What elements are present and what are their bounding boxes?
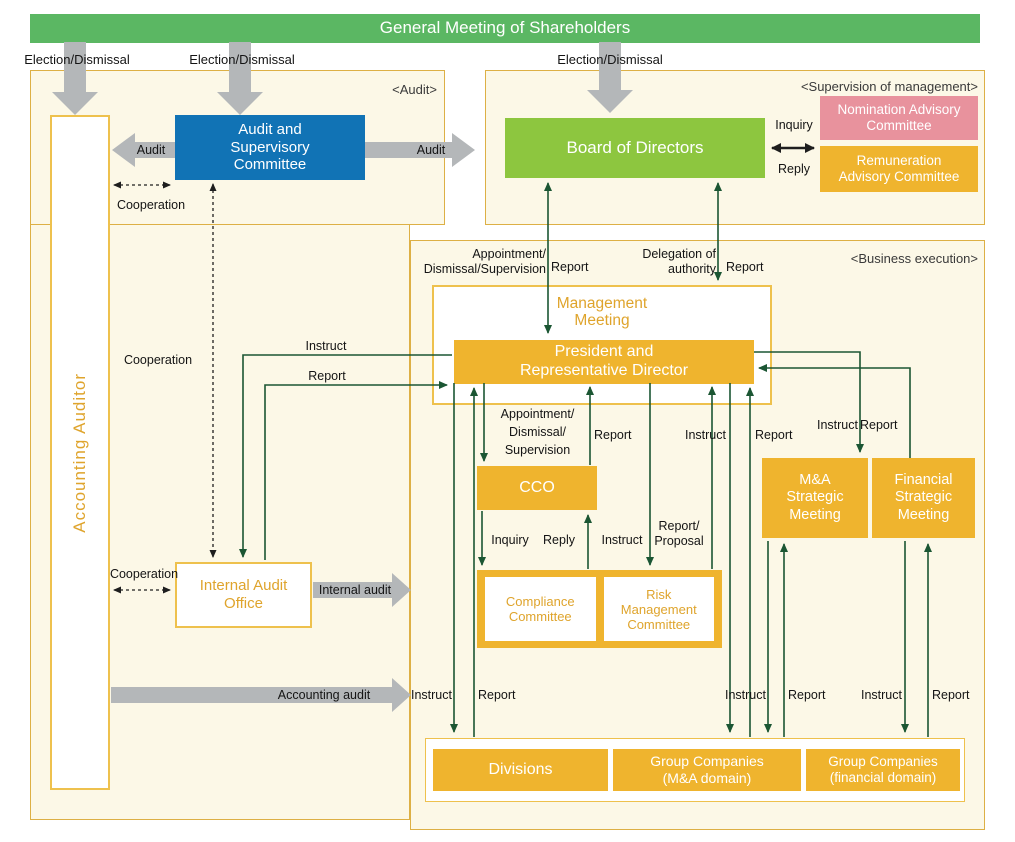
label-reply: Reply xyxy=(778,162,810,176)
label-delegation-of-authority: Delegation of authority xyxy=(642,247,716,276)
label-instruct-group-fin: Instruct xyxy=(861,688,902,702)
label-report-management: Report xyxy=(726,260,764,274)
section-label-supervision: <Supervision of management> xyxy=(800,79,978,94)
label-report-board: Report xyxy=(551,260,589,274)
risk-management-committee-box: Risk Management Committee xyxy=(603,577,714,641)
management-meeting-title: Management Meeting xyxy=(434,295,770,329)
financial-strategic-meeting-label: Financial Strategic Meeting xyxy=(894,472,953,523)
general-meeting-banner: General Meeting of Shareholders xyxy=(30,14,980,43)
label-instruct-group-ma-2: Instruct xyxy=(725,688,766,702)
bottom-container: Divisions Group Companies (M&A domain) G… xyxy=(425,738,965,802)
section-label-business: <Business execution> xyxy=(850,251,978,266)
label-instruct-office: Instruct xyxy=(305,339,347,353)
cco-box: CCO xyxy=(477,466,597,510)
label-report-office: Report xyxy=(308,369,346,383)
label-report-group-ma: Report xyxy=(755,428,793,442)
ma-strategic-meeting-box: M&A Strategic Meeting xyxy=(762,458,868,538)
label-inquiry-compliance: Inquiry xyxy=(491,533,529,547)
group-companies-financial-label: Group Companies (financial domain) xyxy=(828,754,938,785)
label-election-dismissal-1: Election/Dismissal xyxy=(24,52,130,67)
accounting-auditor-label: Accounting Auditor xyxy=(69,372,89,533)
remuneration-advisory-committee-box: Remuneration Advisory Committee xyxy=(820,146,978,192)
label-appointment-cco: Appointment/ Dismissal/ Supervision xyxy=(500,407,575,457)
label-report-cco: Report xyxy=(594,428,632,442)
label-report-group-ma-2: Report xyxy=(788,688,826,702)
risk-management-committee-label: Risk Management Committee xyxy=(620,586,697,632)
label-election-dismissal-3: Election/Dismissal xyxy=(557,52,663,67)
president-box: President and Representative Director xyxy=(454,340,754,384)
label-report-strategic: Report xyxy=(860,418,898,432)
label-instruct-risk: Instruct xyxy=(601,533,643,547)
management-meeting-label: Management Meeting xyxy=(556,295,648,329)
compliance-committee-box: Compliance Committee xyxy=(485,577,596,641)
label-report-divisions: Report xyxy=(478,688,516,702)
group-companies-ma-box: Group Companies (M&A domain) xyxy=(613,749,801,791)
divisions-label: Divisions xyxy=(488,760,553,778)
label-instruct-group-ma: Instruct xyxy=(685,428,726,442)
label-report-group-fin: Report xyxy=(932,688,970,702)
section-label-audit: <Audit> xyxy=(392,82,437,97)
general-meeting-banner-label: General Meeting of Shareholders xyxy=(379,18,631,38)
label-reply-compliance: Reply xyxy=(543,533,575,547)
label-accounting-audit: Accounting audit xyxy=(277,688,371,702)
label-instruct-strategic: Instruct xyxy=(817,418,858,432)
label-inquiry: Inquiry xyxy=(775,118,813,132)
ma-strategic-meeting-label: M&A Strategic Meeting xyxy=(786,472,844,523)
internal-audit-office-box: Internal Audit Office xyxy=(175,562,312,628)
audit-supervisory-committee-box: Audit and Supervisory Committee xyxy=(175,115,365,180)
group-companies-ma-label: Group Companies (M&A domain) xyxy=(650,753,764,786)
label-audit-left: Audit xyxy=(136,143,166,157)
president-label: President and Representative Director xyxy=(519,343,689,379)
label-instruct-divisions: Instruct xyxy=(411,688,452,702)
committee-container: Compliance Committee Risk Management Com… xyxy=(477,570,722,648)
nomination-advisory-committee-box: Nomination Advisory Committee xyxy=(820,96,978,140)
label-appointment-dismissal-supervision: Appointment/ Dismissal/Supervision xyxy=(423,247,546,276)
label-cooperation-1: Cooperation xyxy=(116,198,186,212)
group-companies-financial-box: Group Companies (financial domain) xyxy=(806,749,960,791)
label-audit-right: Audit xyxy=(416,143,446,157)
remuneration-advisory-committee-label: Remuneration Advisory Committee xyxy=(838,153,960,184)
internal-audit-office-label: Internal Audit Office xyxy=(199,577,288,612)
board-of-directors-box: Board of Directors xyxy=(505,118,765,178)
label-internal-audit: Internal audit xyxy=(318,583,392,597)
accounting-auditor-box: Accounting Auditor xyxy=(50,115,110,790)
cco-label: CCO xyxy=(519,478,555,496)
divisions-box: Divisions xyxy=(433,749,608,791)
label-cooperation-2: Cooperation xyxy=(123,353,193,367)
compliance-committee-label: Compliance Committee xyxy=(505,594,575,624)
nomination-advisory-committee-label: Nomination Advisory Committee xyxy=(837,102,961,133)
board-of-directors-label: Board of Directors xyxy=(566,137,704,157)
label-report-proposal: Report/ Proposal xyxy=(654,519,704,548)
audit-supervisory-committee-label: Audit and Supervisory Committee xyxy=(230,120,310,174)
label-election-dismissal-2: Election/Dismissal xyxy=(189,52,295,67)
financial-strategic-meeting-box: Financial Strategic Meeting xyxy=(872,458,975,538)
management-meeting-box: Management Meeting President and Represe… xyxy=(432,285,772,405)
label-cooperation-3: Cooperation xyxy=(109,567,179,581)
